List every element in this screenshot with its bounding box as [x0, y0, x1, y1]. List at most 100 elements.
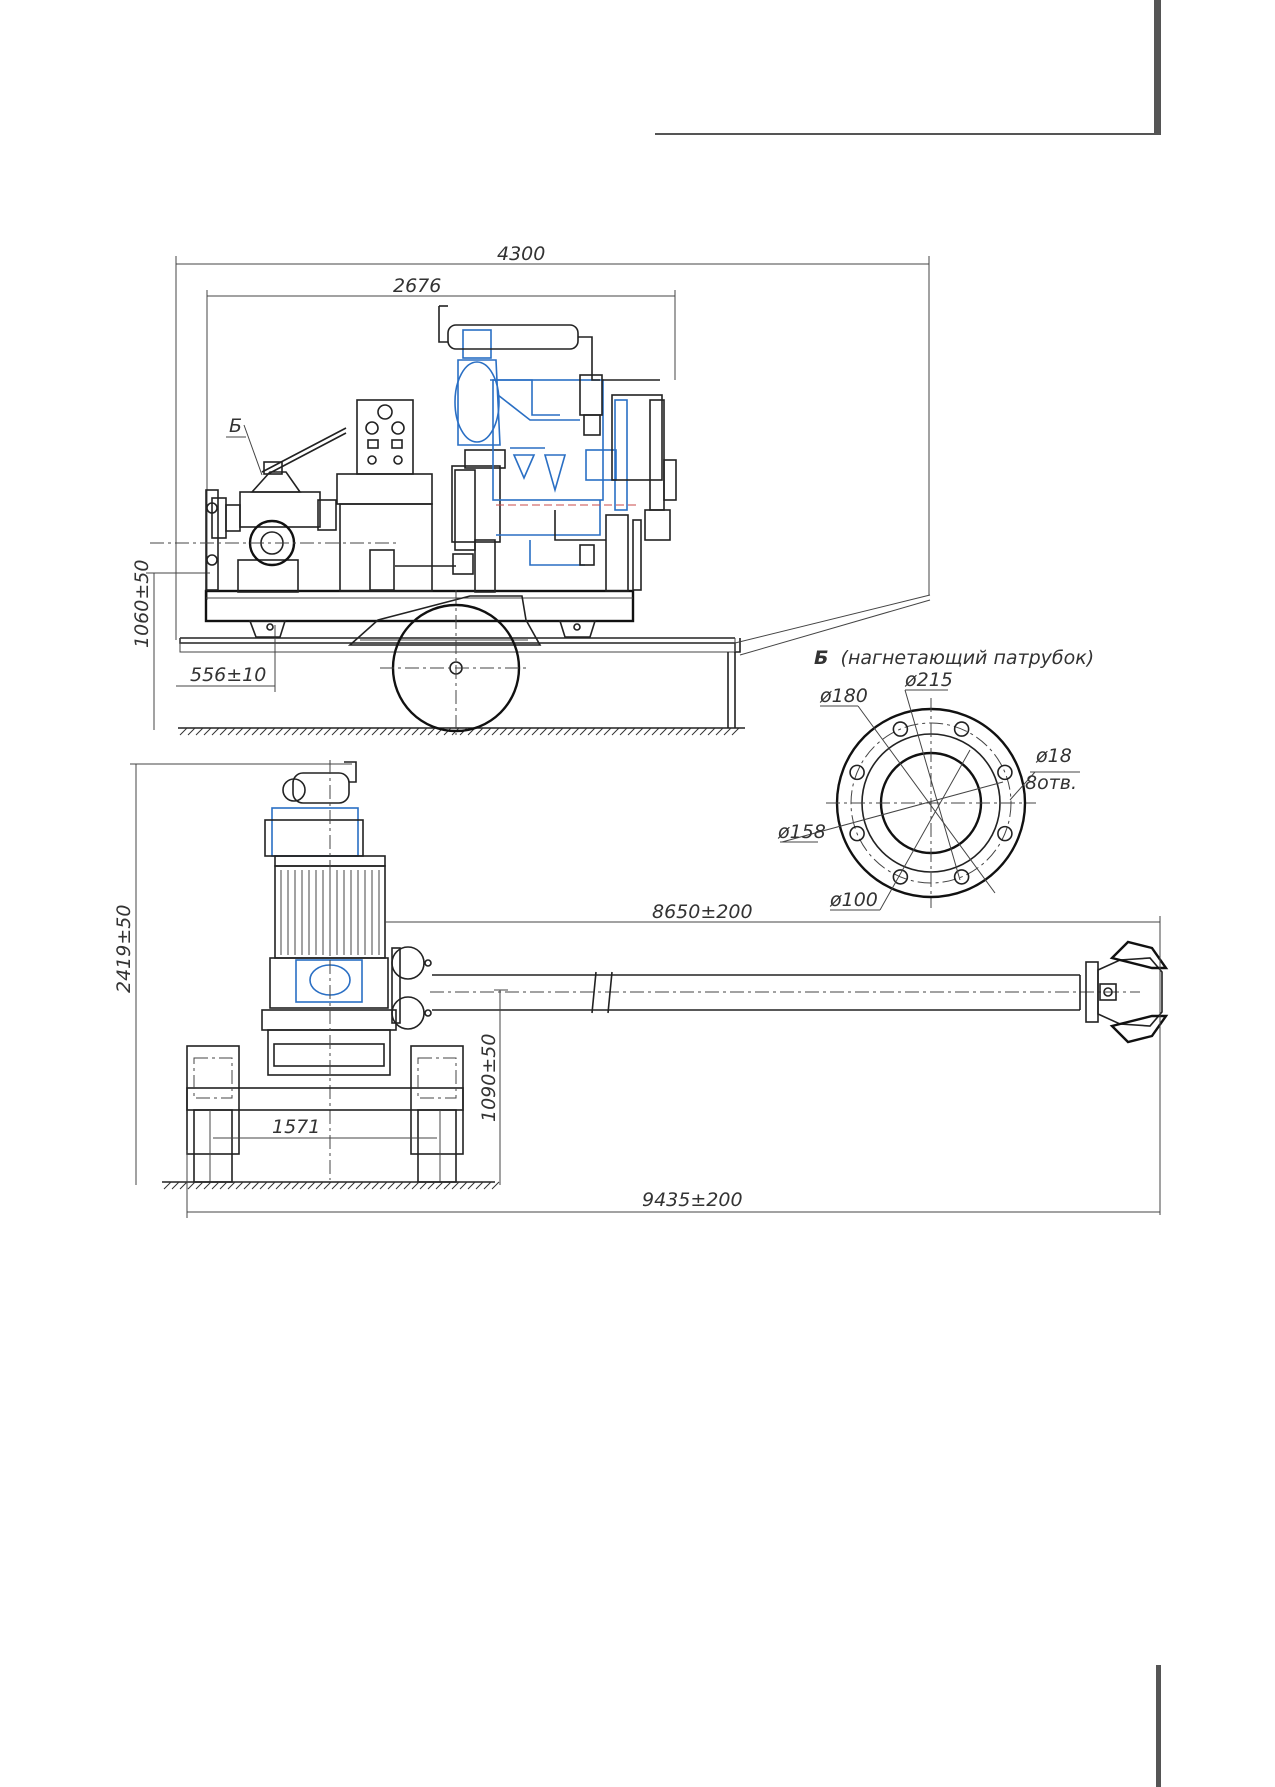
- ground-hatch-mark: [315, 727, 324, 736]
- ground-hatch-mark: [179, 727, 188, 736]
- bolt-hole: [997, 764, 1013, 781]
- ground-hatch-mark: [195, 727, 204, 736]
- ground-hatch-mark: [275, 1181, 284, 1190]
- ground-hatch-mark: [283, 727, 292, 736]
- gearbox: [454, 469, 595, 566]
- detail-b-title: Б (нагнетающий патрубок): [814, 647, 1094, 669]
- ground-hatch-mark: [435, 1181, 444, 1190]
- ground-hatch-mark: [587, 727, 596, 736]
- dim-inlet-height-label: 1090±50: [478, 1034, 500, 1122]
- ground-hatch-mark: [371, 1181, 380, 1190]
- bolt-hole: [849, 764, 865, 781]
- ground-hatch-mark: [211, 1181, 220, 1190]
- ground-hatch-mark: [419, 727, 428, 736]
- bolt-holes: [849, 721, 1013, 885]
- ground-hatch-mark: [411, 727, 420, 736]
- ground-hatch-mark: [427, 727, 436, 736]
- suction-hose: [430, 971, 1140, 1014]
- dim-total-length-label: 9435±200: [642, 1189, 743, 1211]
- ground-hatch-mark: [387, 1181, 396, 1190]
- ground-hatch-mark: [715, 727, 724, 736]
- exhaust-muffler: [438, 305, 660, 436]
- ground-line-front: [162, 1181, 500, 1190]
- ground-hatch-mark: [299, 727, 308, 736]
- dim-total-height: 2419±50: [113, 763, 352, 1185]
- pump-assembly: Б: [150, 415, 400, 593]
- ground-hatch-mark: [467, 1181, 476, 1190]
- coupling-housing: [339, 449, 506, 593]
- dim-height: 1060±50: [131, 560, 210, 730]
- ground-hatch-mark: [219, 1181, 228, 1190]
- dim-track: 1571: [213, 1116, 437, 1139]
- dim-total-height-label: 2419±50: [113, 905, 135, 993]
- ground-hatch-mark: [411, 1181, 420, 1190]
- ground-hatch-mark: [371, 727, 380, 736]
- control-panel: [336, 399, 433, 505]
- bolt-hole: [997, 825, 1013, 842]
- dim-unit-length-label: 2676: [393, 275, 441, 297]
- ground-hatch-mark: [443, 1181, 452, 1190]
- ground-hatch-mark: [571, 727, 580, 736]
- ground-hatch-mark: [251, 727, 260, 736]
- dim-total-length: 9435±200: [186, 1150, 1160, 1218]
- ground-hatch-mark: [187, 1181, 196, 1190]
- ground-hatch-mark: [731, 727, 740, 736]
- ground-hatch-mark: [419, 1181, 428, 1190]
- ground-hatch-mark: [427, 1181, 436, 1190]
- ground-hatch-mark: [395, 727, 404, 736]
- engine-block: [454, 329, 640, 566]
- ground-hatch-mark: [403, 1181, 412, 1190]
- ground-hatch-mark: [699, 727, 708, 736]
- ground-hatch-mark: [355, 1181, 364, 1190]
- ground-hatch-mark: [459, 1181, 468, 1190]
- ground-hatch-mark: [227, 727, 236, 736]
- dim-overall-length: 4300: [175, 243, 930, 640]
- ground-hatch-mark: [203, 727, 212, 736]
- dim-height-label: 1060±50: [131, 560, 153, 648]
- dim-hose-length-label: 8650±200: [652, 901, 753, 923]
- ground-hatch-mark: [171, 1181, 180, 1190]
- ground-hatch-mark: [331, 1181, 340, 1190]
- dim-axle-offset: 556±10: [176, 625, 276, 692]
- ground-hatch-mark: [363, 1181, 372, 1190]
- ground-hatch-mark: [299, 1181, 308, 1190]
- ground-hatch-mark: [187, 727, 196, 736]
- trailer-wheel: [380, 590, 530, 735]
- ground-hatch-mark: [307, 1181, 316, 1190]
- ground-hatch-mark: [395, 1181, 404, 1190]
- ground-hatch-mark: [275, 727, 284, 736]
- ground-hatch-mark: [603, 727, 612, 736]
- bolt-hole: [849, 825, 865, 842]
- ground-hatch-mark: [315, 1181, 324, 1190]
- ground-hatch-mark: [235, 727, 244, 736]
- side-view: 4300 2676 1060±50: [131, 243, 931, 736]
- ground-line-side: [178, 727, 745, 736]
- ground-hatch-mark: [387, 727, 396, 736]
- ground-hatch-mark: [267, 727, 276, 736]
- ground-hatch-mark: [683, 727, 692, 736]
- ground-hatch-mark: [339, 1181, 348, 1190]
- ground-hatch-mark: [291, 727, 300, 736]
- ground-hatch-mark: [163, 1181, 172, 1190]
- ground-hatch-mark: [227, 1181, 236, 1190]
- dim-unit-length: 2676: [206, 275, 676, 600]
- ground-hatch-mark: [259, 1181, 268, 1190]
- ground-hatch-mark: [643, 727, 652, 736]
- ground-hatch-mark: [667, 727, 676, 736]
- dia-hole: ø18: [1035, 745, 1072, 767]
- ground-hatch-mark: [723, 727, 732, 736]
- ground-hatch-mark: [259, 727, 268, 736]
- ground-hatch-mark: [363, 727, 372, 736]
- hole-count: 8отв.: [1025, 772, 1077, 794]
- ground-hatch-mark: [403, 727, 412, 736]
- dim-overall-length-label: 4300: [497, 243, 545, 265]
- ground-hatch-mark: [307, 727, 316, 736]
- ground-hatch-mark: [523, 727, 532, 736]
- ground-hatch-mark: [675, 727, 684, 736]
- ground-hatch-mark: [451, 1181, 460, 1190]
- dia-flange: ø215: [904, 669, 953, 691]
- ground-hatch-mark: [379, 727, 388, 736]
- ground-hatch-mark: [651, 727, 660, 736]
- bolt-hole: [953, 721, 970, 737]
- detail-b-flange: Б (нагнетающий патрубок) ø180 ø215 ø18 8…: [777, 647, 1094, 911]
